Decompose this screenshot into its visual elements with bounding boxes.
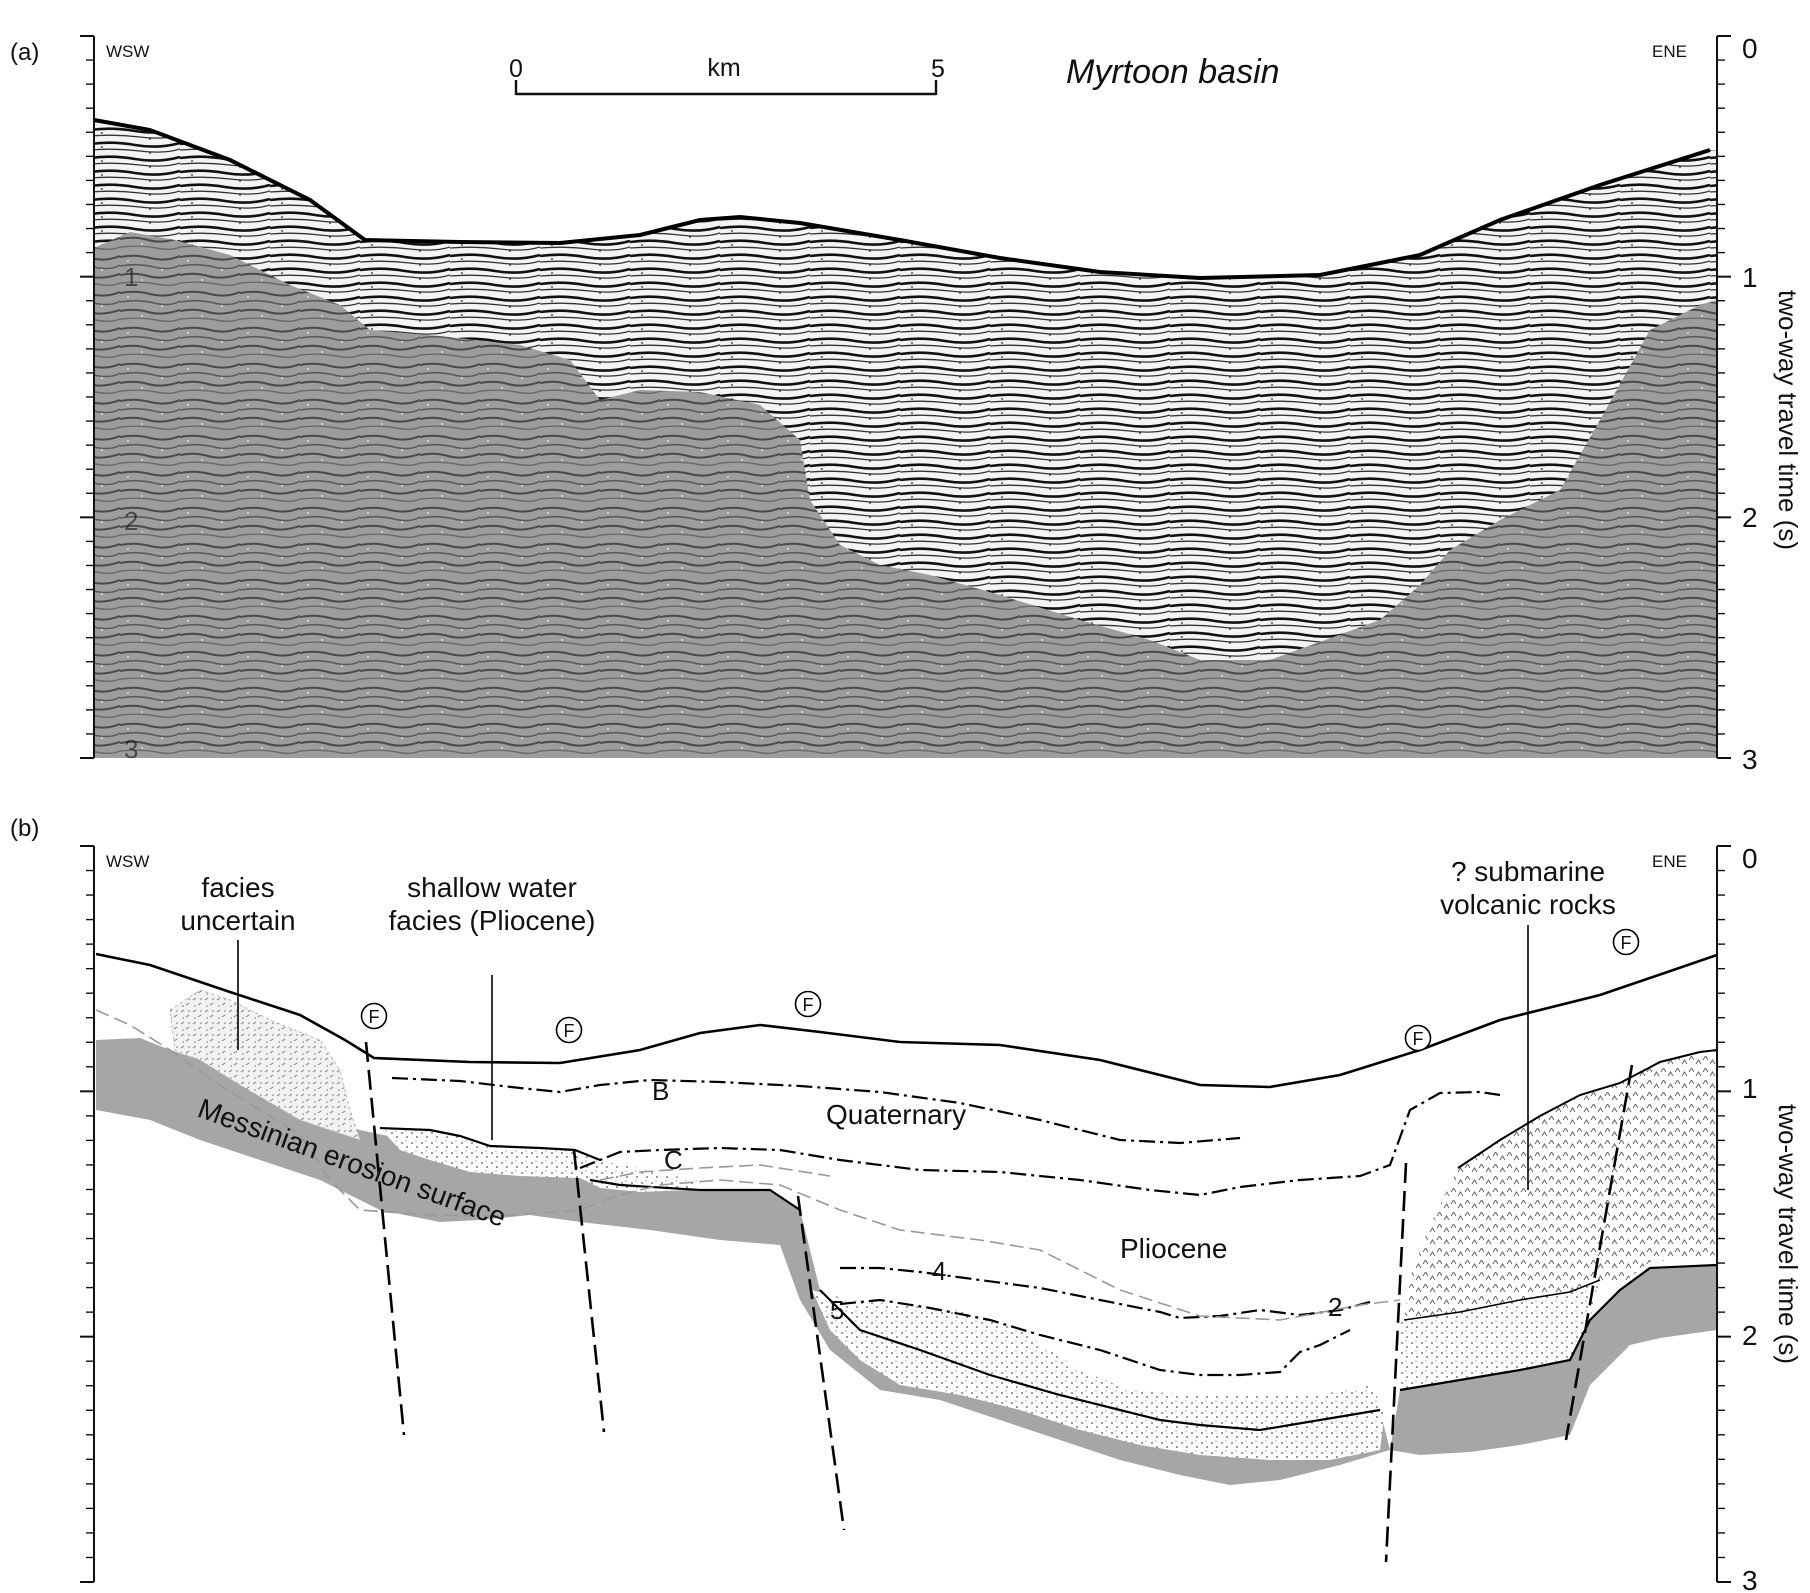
gray-dashed-horizon-2 xyxy=(599,1164,831,1181)
facies-uncertain-label-2: uncertain xyxy=(180,905,295,936)
seismic-basement-zone xyxy=(94,232,1717,758)
pliocene-label: Pliocene xyxy=(1120,1233,1227,1264)
volcanic-rocks-area xyxy=(1404,1050,1717,1320)
volcanic-top-line xyxy=(1457,1049,1718,1169)
faint-mark-1: 1 xyxy=(124,262,138,292)
svg-text:F: F xyxy=(369,1007,380,1027)
panel-a-seismic-profile: (a) WSW ENE 0 km 5 Myrtoon basin 1 2 3 xyxy=(10,33,1803,775)
panel-a-dir-right: ENE xyxy=(1652,42,1687,61)
panel-a-right-axis: 0 1 2 3 two-way travel time (s) xyxy=(1716,33,1803,775)
panel-b-dir-right: ENE xyxy=(1652,852,1687,871)
horizon-4-line xyxy=(840,1266,1371,1320)
messinian-surface-line-2 xyxy=(589,1178,801,1211)
panel-b-tick-3: 3 xyxy=(1742,1565,1758,1593)
messinian-surface-line-3 xyxy=(819,1289,1381,1432)
svg-text:F: F xyxy=(1621,933,1632,953)
scale-start-label: 0 xyxy=(509,55,523,83)
panel-b-right-axis: 0 1 2 3 two-way travel time (s) xyxy=(1716,843,1803,1593)
leader-lines xyxy=(237,925,1529,1190)
panel-a-label: (a) xyxy=(10,39,39,66)
shallow-water-label-1: shallow water xyxy=(407,872,577,903)
panel-a-dir-left: WSW xyxy=(106,42,149,61)
facies-uncertain-label-1: facies xyxy=(201,872,274,903)
faint-mark-3: 3 xyxy=(124,734,138,764)
panel-b-left-ticks xyxy=(80,845,94,1583)
horizon-c-line xyxy=(579,1090,1501,1197)
east-layer-top-line xyxy=(1403,1279,1601,1321)
fault-symbol-2: F xyxy=(555,1016,583,1044)
panel-a-tick-2: 2 xyxy=(1742,502,1758,533)
panel-a-left-ticks xyxy=(80,35,94,759)
horizon-5-label: 5 xyxy=(830,1295,844,1325)
seafloor-line xyxy=(93,118,1711,281)
quaternary-label: Quaternary xyxy=(826,1099,966,1130)
panel-a-title: Myrtoon basin xyxy=(1066,53,1280,91)
horizon-b-line xyxy=(391,1076,1241,1145)
fault-1 xyxy=(364,1041,406,1436)
horizon-2-label: 2 xyxy=(1328,1292,1342,1322)
horizon-5-line xyxy=(839,1298,1351,1377)
volcanic-label-2: volcanic rocks xyxy=(1440,889,1616,920)
scale-end-label: 5 xyxy=(931,55,945,83)
panel-b-dir-left: WSW xyxy=(106,852,149,871)
shallow-water-label-2: facies (Pliocene) xyxy=(389,905,596,936)
fault-lines xyxy=(364,1041,1634,1563)
fault-symbol-1: F xyxy=(360,1002,388,1030)
gray-dashed-horizon xyxy=(95,1009,1401,1321)
panel-b-label: (b) xyxy=(10,815,39,842)
panel-b-axis-title: two-way travel time (s) xyxy=(1773,1104,1803,1364)
fault-symbol-4: F xyxy=(1404,1024,1432,1052)
fault-2 xyxy=(572,1149,606,1433)
east-dotted-layer xyxy=(1400,1280,1600,1390)
svg-text:F: F xyxy=(1413,1029,1424,1049)
faint-mark-2: 2 xyxy=(124,506,138,536)
fault-3 xyxy=(796,1195,846,1531)
panel-b-interpretation: (b) WSW ENE xyxy=(10,815,1803,1593)
horizon-b-label: B xyxy=(652,1076,669,1106)
fault-symbols: F F F F F xyxy=(360,928,1640,1052)
seafloor-interpretation-line xyxy=(95,952,1718,1089)
fault-4 xyxy=(1384,1162,1408,1563)
svg-text:F: F xyxy=(564,1021,575,1041)
panel-a-tick-1: 1 xyxy=(1742,262,1758,293)
panel-b-left-axis xyxy=(80,845,95,1583)
horizon-4-label: 4 xyxy=(932,1256,946,1286)
messinian-surface-line-4 xyxy=(1399,1263,1718,1392)
fault-symbol-3: F xyxy=(794,990,822,1018)
uncertain-facies-area xyxy=(169,989,361,1141)
panel-b-tick-2: 2 xyxy=(1742,1320,1758,1351)
panel-a-right-ticks xyxy=(1717,35,1731,759)
fault-5 xyxy=(1564,1064,1634,1441)
panel-a-tick-0: 0 xyxy=(1742,33,1758,64)
seismic-image: 1 2 3 xyxy=(93,118,1717,764)
panel-a-axis-title: two-way travel time (s) xyxy=(1773,290,1803,550)
panel-a-tick-3: 3 xyxy=(1742,744,1758,775)
gray-band-east xyxy=(1390,1265,1717,1455)
deep-basin-fill-area xyxy=(812,1290,1385,1460)
panel-b-right-ticks xyxy=(1717,845,1731,1583)
panel-a-left-axis xyxy=(80,35,95,759)
scale-bar: 0 km 5 xyxy=(509,54,945,96)
scale-unit-label: km xyxy=(707,54,740,82)
panel-b-tick-0: 0 xyxy=(1742,843,1758,874)
svg-text:F: F xyxy=(803,995,814,1015)
panel-b-tick-1: 1 xyxy=(1742,1073,1758,1104)
fault-symbol-5: F xyxy=(1612,928,1640,956)
horizon-c-label: C xyxy=(664,1145,683,1175)
volcanic-label-1: ? submarine xyxy=(1451,856,1605,887)
